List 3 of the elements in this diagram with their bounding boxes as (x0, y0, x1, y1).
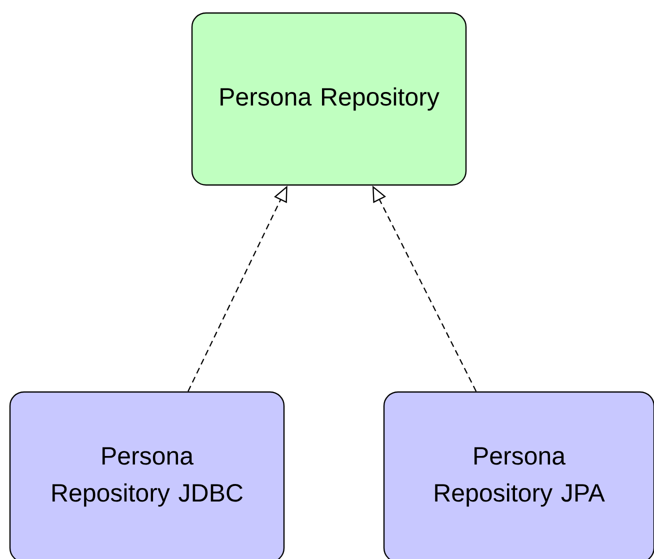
class-box: Persona Repository JPA (383, 391, 654, 559)
class-box: Persona Repository JDBC (9, 391, 285, 559)
class-box: Persona Repository (191, 12, 467, 186)
